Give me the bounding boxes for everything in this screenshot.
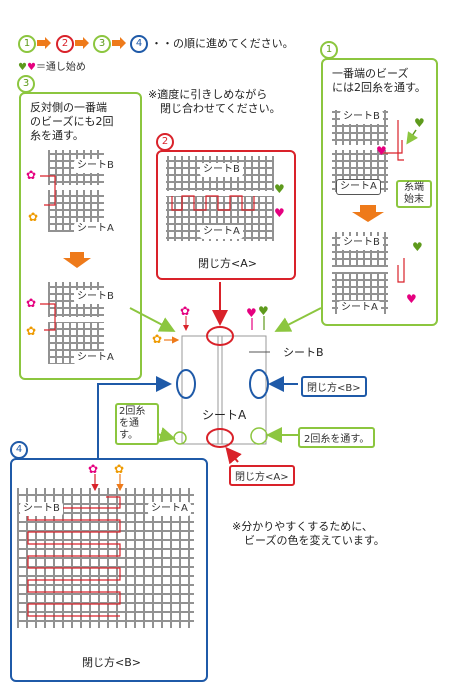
two-pass-right-label: 2回糸を通す。 xyxy=(298,427,376,448)
panel-3-sheet-b: シートB xyxy=(74,159,117,173)
center-sheet xyxy=(173,326,269,448)
tail-finish-label: 糸端 始末 xyxy=(396,180,432,208)
step-1-label: 1 xyxy=(23,38,31,49)
panel-3-sheet-a: シートA xyxy=(74,222,117,236)
green-heart-icon: ♥ xyxy=(414,116,425,130)
panel-1-badge: 1 xyxy=(320,41,338,59)
panel-3-text-3: 糸を通す。 xyxy=(30,129,84,142)
panel-3-text-1: 反対側の一番端 xyxy=(30,101,107,114)
step-3-label: 3 xyxy=(98,38,106,49)
two-pass-left-line-2: を通す。 xyxy=(119,418,139,441)
panel-1-sheet-a2: シートA xyxy=(338,301,381,315)
step-arrows xyxy=(37,37,126,49)
center-sheet-b: シートB xyxy=(283,346,324,359)
order-instruction: ・・の順に進めてください。 xyxy=(151,37,294,50)
heart-legend: ♥♥＝通し始め xyxy=(18,58,86,73)
panel-1-sheet-b: シートB xyxy=(340,110,383,124)
note-bottom-line-1: ※分かりやすくするために、 xyxy=(232,520,373,533)
panel-2-sheet-a: シートA xyxy=(200,225,243,239)
panel-3 xyxy=(19,92,142,380)
panel-3-badge: 3 xyxy=(17,75,35,93)
panel-1-text-2: には2回糸を通す。 xyxy=(332,81,426,94)
two-pass-left-label: 2回糸 を通す。 xyxy=(115,403,159,445)
closing-a-label: 閉じ方<A> xyxy=(229,465,295,486)
panel-3-sheet-b2: シートB xyxy=(74,290,117,304)
flower-pink-icon: ✿ xyxy=(26,168,37,182)
panel-4-sheet-a: シートA xyxy=(148,502,191,516)
note-top-line-1: ※適度に引きしめながら xyxy=(148,88,268,101)
panel-1-sheet-a: シートA xyxy=(336,179,381,195)
flower-pink-icon: ✿ xyxy=(180,304,191,318)
panel-4-sheet-b: シートB xyxy=(20,502,63,516)
flower-orange-icon: ✿ xyxy=(152,332,163,346)
panel-2-sheet-b: シートB xyxy=(200,163,243,177)
panel-1 xyxy=(321,58,438,326)
green-heart-icon: ♥ xyxy=(274,182,285,196)
panel-1-text-1: 一番端のビーズ xyxy=(332,67,409,80)
step-3-badge: 3 xyxy=(93,35,111,53)
flower-pink-icon: ✿ xyxy=(88,462,99,476)
note-bottom-line-2: ビーズの色を変えています。 xyxy=(244,534,385,547)
step-4-label: 4 xyxy=(135,38,143,49)
panel-3-sheet-a2: シートA xyxy=(74,351,117,365)
pink-heart-icon: ♥ xyxy=(406,292,417,306)
legend-text: ＝通し始め xyxy=(35,62,86,73)
panel-4-badge: 4 xyxy=(10,441,28,459)
panel-2-badge: 2 xyxy=(156,133,174,151)
green-heart-icon: ♥ xyxy=(18,62,27,73)
tail-finish-line-2: 始末 xyxy=(404,194,424,205)
flower-orange-icon: ✿ xyxy=(28,210,39,224)
pink-heart-icon: ♥ xyxy=(274,206,285,220)
panel-4 xyxy=(10,458,208,682)
step-4-badge: 4 xyxy=(130,35,148,53)
closing-b-label: 閉じ方<B> xyxy=(301,376,367,397)
center-sheet-a: シートA xyxy=(202,408,247,422)
panel-4-caption: 閉じ方<B> xyxy=(82,656,141,669)
panel-3-num: 3 xyxy=(22,78,30,89)
flower-pink-icon: ✿ xyxy=(26,296,37,310)
green-heart-icon: ♥ xyxy=(412,240,423,254)
panel-2 xyxy=(156,150,296,280)
green-heart-icon: ♥ xyxy=(258,304,269,318)
step-2-label: 2 xyxy=(61,38,69,49)
step-1-badge: 1 xyxy=(18,35,36,53)
pink-heart-icon: ♥ xyxy=(376,144,387,158)
two-pass-left-line-1: 2回糸 xyxy=(119,406,146,417)
panel-4-num: 4 xyxy=(15,444,23,455)
step-2-badge: 2 xyxy=(56,35,74,53)
flower-orange-icon: ✿ xyxy=(114,462,125,476)
pink-heart-icon: ♥ xyxy=(246,306,257,320)
panel-2-caption: 閉じ方<A> xyxy=(198,257,257,270)
flower-orange-icon: ✿ xyxy=(26,324,37,338)
panel-2-num: 2 xyxy=(161,136,169,147)
panel-3-text-2: のビーズにも2回 xyxy=(30,115,114,128)
pink-heart-icon: ♥ xyxy=(26,62,36,73)
note-top-line-2: 閉じ合わせてください。 xyxy=(160,102,281,115)
panel-1-num: 1 xyxy=(325,44,333,55)
tail-finish-line-1: 糸端 xyxy=(404,182,424,193)
panel-1-sheet-b2: シートB xyxy=(340,236,383,250)
